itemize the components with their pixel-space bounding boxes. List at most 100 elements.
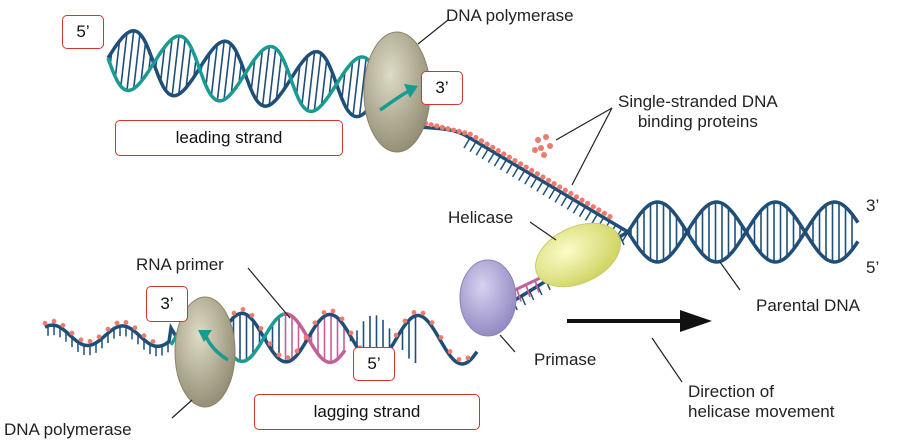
helicase-label: Helicase xyxy=(448,208,514,227)
base-pair xyxy=(114,40,121,78)
ssb-protein xyxy=(529,167,535,174)
lagging-arrowhead xyxy=(198,330,212,342)
base-pair xyxy=(250,59,256,91)
parental-strand-b xyxy=(626,200,860,264)
ssb-label: Single-stranded DNA binding proteins xyxy=(618,92,778,131)
ssb-protein xyxy=(517,161,524,167)
base-pair xyxy=(255,50,264,101)
five-prime-top-box: 5’ xyxy=(62,15,104,49)
base-pair xyxy=(352,57,361,116)
ssb-protein xyxy=(439,124,445,130)
base-pair xyxy=(320,60,328,106)
primer-base xyxy=(534,280,540,293)
ssb-protein xyxy=(547,143,553,149)
ssb-protein xyxy=(456,357,462,362)
ssb-protein xyxy=(490,144,496,150)
ssb-protein xyxy=(523,164,529,170)
ssb-protein xyxy=(473,134,479,141)
ssb-protein xyxy=(462,130,468,136)
ssb-protein xyxy=(538,145,544,151)
ssb-protein xyxy=(478,138,485,144)
ssb-protein xyxy=(249,312,255,318)
ssb-protein xyxy=(303,335,309,340)
base-tick xyxy=(566,199,574,210)
base-tick xyxy=(572,202,581,214)
base-pair xyxy=(165,38,173,92)
ssb-protein xyxy=(450,127,457,133)
ssb-protein xyxy=(568,190,574,197)
dna-polymerase-bottom-label: DNA polymerase xyxy=(4,420,132,439)
ssb-protein xyxy=(231,310,237,316)
ssb-protein xyxy=(545,177,552,183)
ssb-protein xyxy=(321,310,327,315)
leading-helix-base-pairs xyxy=(109,30,406,121)
base-pair xyxy=(210,44,219,96)
lagging-template-strand xyxy=(44,311,479,366)
base-tick xyxy=(463,137,471,149)
base-tick xyxy=(536,180,544,192)
lagging-strand-helix xyxy=(42,307,479,366)
ssb-protein xyxy=(540,174,546,180)
dna-polymerase-top-label: DNA polymerase xyxy=(446,6,574,25)
base-pair xyxy=(126,30,135,91)
base-pair xyxy=(216,41,225,101)
direction-label: Direction of helicase movement xyxy=(688,382,835,421)
ssb-protein xyxy=(467,131,473,137)
parental-strand-a xyxy=(626,200,860,264)
ssb-protein xyxy=(330,308,336,314)
ssb-protein xyxy=(123,320,129,325)
ssb-protein xyxy=(562,187,568,193)
parental-dna-label: Parental DNA xyxy=(756,296,860,315)
helicase-direction-arrow xyxy=(567,310,712,332)
base-pair xyxy=(132,33,141,89)
ssb-protein xyxy=(447,349,453,354)
base-pair xyxy=(261,46,271,106)
ssb-protein xyxy=(506,154,513,160)
base-pair xyxy=(140,42,147,82)
base-tick xyxy=(554,191,562,203)
ssb-protein xyxy=(541,152,547,158)
base-tick xyxy=(505,162,514,174)
ssb-protein xyxy=(78,337,84,343)
three-prime-right-label: 3’ xyxy=(866,196,880,215)
ssb-protein xyxy=(267,341,273,347)
ssb-protein xyxy=(585,200,591,207)
ssb-protein xyxy=(312,320,318,326)
leader-lines xyxy=(171,19,741,419)
ssb-protein xyxy=(42,320,48,326)
leading-arrowhead xyxy=(404,84,418,98)
ssb-protein xyxy=(60,322,66,328)
three-prime-bottom-box: 3’ xyxy=(146,286,188,322)
ssb-protein xyxy=(393,332,399,338)
five-prime-right-label: 5’ xyxy=(866,258,880,277)
base-pair xyxy=(307,51,316,111)
base-pair xyxy=(159,46,166,82)
ssb-protein xyxy=(429,320,435,326)
ssb-protein xyxy=(348,330,354,336)
base-tick xyxy=(584,209,593,221)
ssb-protein xyxy=(501,151,507,157)
ssb-protein xyxy=(495,148,501,154)
rna-primer-segment xyxy=(282,312,347,365)
leading-strand-box: leading strand xyxy=(115,120,343,156)
ssb-protein xyxy=(339,316,345,322)
ssb-protein xyxy=(551,181,557,187)
ssb-protein xyxy=(69,330,75,336)
lagging-strand-box: lagging strand xyxy=(254,394,480,430)
ssb-protein xyxy=(596,207,602,213)
ssb-protein xyxy=(294,348,300,354)
base-tick xyxy=(499,159,508,171)
base-tick xyxy=(524,173,532,185)
ssb-protein xyxy=(420,310,426,316)
base-pair xyxy=(328,71,333,96)
rna-primer-label: RNA primer xyxy=(136,255,224,274)
ssb-protein xyxy=(150,339,156,344)
parental-dna-helix xyxy=(626,200,860,264)
ssb-protein xyxy=(51,318,57,324)
base-tick xyxy=(548,188,556,200)
ssb-protein xyxy=(512,157,518,164)
base-pair xyxy=(120,33,128,87)
base-tick xyxy=(481,148,489,160)
parental-dna-base-pairs xyxy=(630,202,853,262)
base-tick xyxy=(511,166,520,178)
